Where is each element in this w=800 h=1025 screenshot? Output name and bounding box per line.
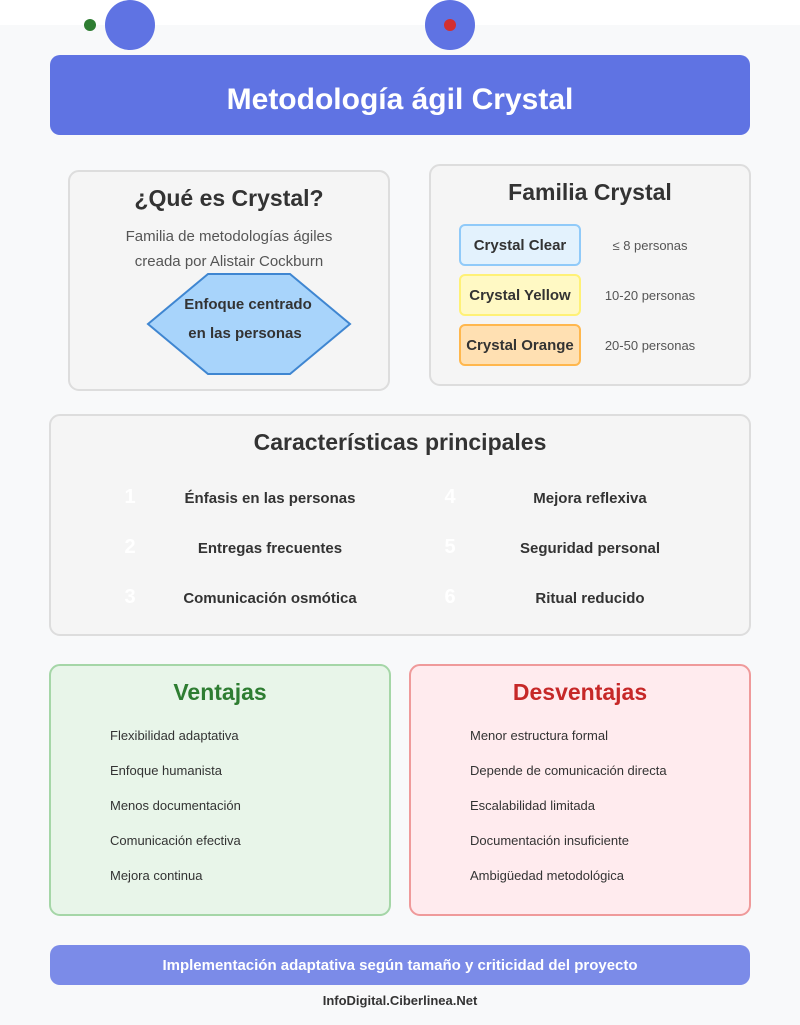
feature-label: Énfasis en las personas [185,490,356,507]
green-dot [84,19,96,31]
family-heading: Familia Crystal [508,179,672,205]
features-card [49,414,751,636]
advantages-heading: Ventajas [173,679,266,705]
disadvantage-item: Documentación insuficiente [470,833,629,848]
family-variant-name: Crystal Clear [474,237,567,254]
disadvantages-heading: Desventajas [513,679,647,705]
page-title: Metodología ágil Crystal [227,83,574,116]
disadvantage-item: Depende de comunicación directa [470,763,667,778]
feature-label: Mejora reflexiva [533,490,647,507]
what-is-line1: Familia de metodologías ágiles [126,228,333,245]
feature-number: 2 [124,536,135,558]
feature-number: 6 [444,586,455,608]
feature-number: 3 [124,586,135,608]
what-is-heading: ¿Qué es Crystal? [134,185,323,211]
disadvantage-item: Escalabilidad limitada [470,798,596,813]
advantage-item: Mejora continua [110,868,203,883]
feature-label: Ritual reducido [535,590,644,607]
footer-credit: InfoDigital.Ciberlinea.Net [323,993,478,1008]
family-variant-name: Crystal Yellow [469,287,571,304]
family-variant-box [459,224,581,266]
what-is-line2: creada por Alistair Cockburn [135,253,323,270]
advantage-item: Enfoque humanista [110,763,223,778]
feature-number: 1 [124,486,135,508]
hexagon-line1: Enfoque centrado [184,296,312,313]
decorative-circle [105,0,155,50]
summary-banner-text: Implementación adaptativa según tamaño y… [162,957,637,974]
features-heading: Características principales [254,429,547,455]
advantage-item: Menos documentación [110,798,241,813]
family-variant-size: 10-20 personas [605,288,696,303]
hexagon-line2: en las personas [188,325,301,342]
advantage-item: Comunicación efectiva [110,833,242,848]
hexagon-shape [146,273,352,375]
summary-banner [50,945,750,985]
disadvantage-item: Menor estructura formal [470,728,608,743]
feature-label: Entregas frecuentes [198,540,342,557]
feature-label: Seguridad personal [520,540,660,557]
disadvantages-card [409,664,751,916]
family-variant-box [459,324,581,366]
family-variant-size: ≤ 8 personas [612,238,688,253]
feature-number: 4 [444,486,456,508]
disadvantage-item: Ambigüedad metodológica [470,868,625,883]
feature-number: 5 [444,536,455,558]
advantage-item: Flexibilidad adaptativa [110,728,239,743]
advantages-card [49,664,391,916]
family-variant-box [459,274,581,316]
feature-label: Comunicación osmótica [183,590,357,607]
red-dot [444,19,456,31]
title-bar [50,55,750,135]
family-variant-name: Crystal Orange [466,337,574,354]
family-variant-size: 20-50 personas [605,338,696,353]
